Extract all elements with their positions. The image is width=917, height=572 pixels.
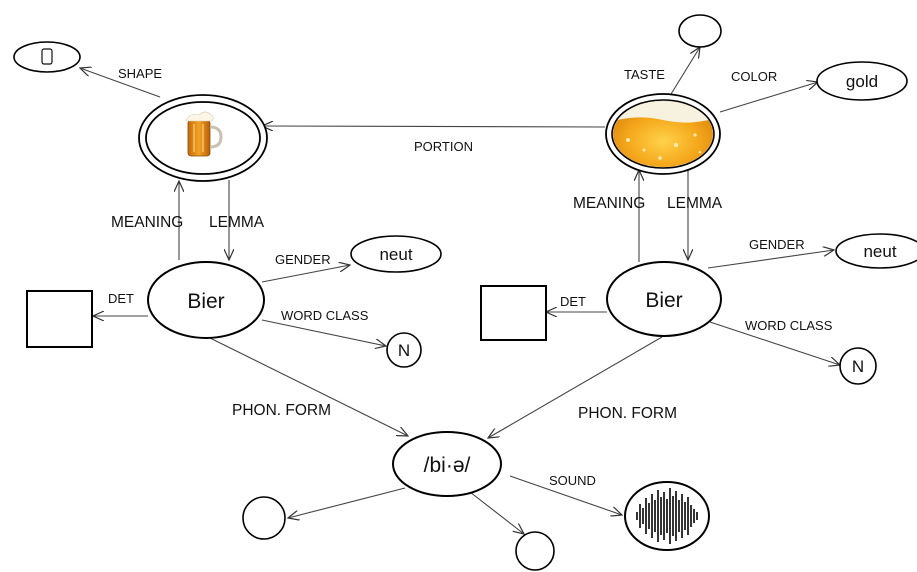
sound-node — [624, 481, 710, 551]
edge-label-taste: TASTE — [624, 67, 665, 82]
shape-rect-icon — [41, 48, 53, 65]
edge-label-meaning-right: MEANING — [573, 195, 645, 212]
gender-node-left-label: neut — [379, 245, 412, 264]
word-class-node-right-label: N — [852, 357, 864, 376]
phon-form-node: /bi·ə/ — [392, 431, 502, 497]
edge-word-class-left-arrow — [261, 319, 386, 346]
beer-mug-icon — [185, 111, 223, 157]
lemma-node-right: Bier — [606, 261, 722, 337]
edge-taste-arrow — [667, 47, 700, 100]
det-box-right — [480, 285, 547, 341]
det-box-left — [26, 290, 93, 348]
edge-label-sound: SOUND — [549, 473, 596, 488]
edge-phon-left-arrow — [209, 337, 408, 436]
lemma-node-left-label: Bier — [187, 290, 224, 313]
edge-label-shape: SHAPE — [118, 66, 162, 81]
word-class-node-right: N — [839, 347, 877, 385]
gender-node-left: neut — [350, 235, 442, 273]
phon-empty-node-right — [515, 531, 555, 571]
shape-node — [13, 41, 81, 73]
edge-phon-bottom-right-arrow — [469, 491, 524, 534]
edge-phon-right-arrow — [488, 336, 663, 438]
gender-node-right: neut — [835, 233, 917, 269]
edge-label-lemma-left: LEMMA — [209, 214, 265, 231]
edge-color-arrow — [719, 82, 818, 113]
edge-label-color: COLOR — [731, 69, 777, 84]
color-node: gold — [816, 61, 908, 101]
edge-sound-arrow — [509, 475, 622, 515]
edge-word-class-right-arrow — [709, 321, 840, 365]
phon-form-node-label: /bi·ə/ — [424, 454, 471, 477]
edge-label-lemma-right: LEMMA — [667, 195, 723, 212]
word-class-node-left: N — [386, 332, 422, 368]
edge-label-det-left: DET — [108, 291, 134, 306]
edge-label-gender-right: GENDER — [749, 237, 805, 252]
concept-node-beer-glass — [605, 93, 721, 175]
edge-gender-right-arrow — [707, 250, 834, 269]
edge-label-meaning-left: MEANING — [111, 214, 183, 231]
edge-label-word-class-left: WORD CLASS — [281, 308, 369, 323]
gender-node-right-label: neut — [863, 242, 896, 261]
lemma-node-right-label: Bier — [645, 289, 682, 312]
edge-shape-arrow — [80, 68, 161, 98]
edge-label-phon-left: PHON. FORM — [232, 402, 331, 419]
edge-label-portion: PORTION — [414, 139, 473, 154]
sound-waveform-icon — [636, 488, 698, 544]
concept-node-beer-mug — [138, 94, 268, 182]
phon-empty-node-left — [242, 496, 286, 540]
edge-label-phon-right: PHON. FORM — [578, 405, 677, 422]
edge-portion-arrow — [262, 126, 606, 127]
edge-gender-left-arrow — [261, 265, 350, 283]
edge-label-gender-left: GENDER — [275, 252, 331, 267]
word-class-node-left-label: N — [398, 341, 410, 360]
edge-label-word-class-right: WORD CLASS — [745, 318, 833, 333]
color-node-label: gold — [846, 72, 878, 91]
lemma-node-left: Bier — [147, 261, 265, 339]
edge-phon-bottom-left-arrow — [288, 487, 406, 518]
edge-label-det-right: DET — [560, 294, 586, 309]
taste-node — [678, 14, 722, 48]
